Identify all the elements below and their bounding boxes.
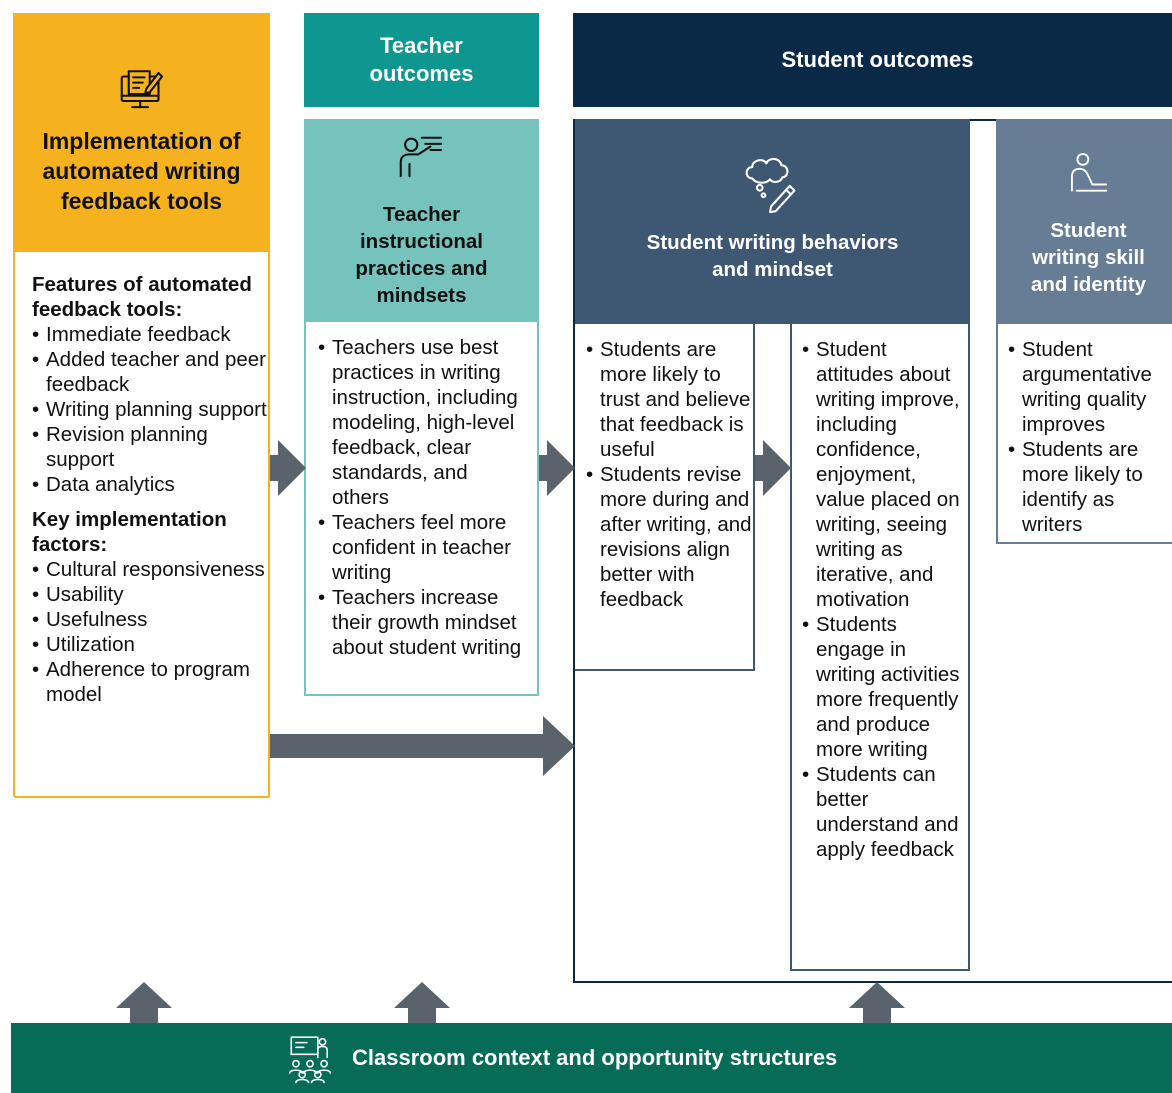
list-item: Immediate feedback [32,322,267,347]
factors-heading: Key implementation factors: [32,508,227,556]
teacher-presenting-icon [399,136,443,178]
factors-list: Cultural responsiveness Usability Useful… [32,557,267,707]
list-item: Student attitudes about writing improve,… [802,337,968,612]
student-writing-icon [1071,152,1108,192]
list-item: Usability [32,582,267,607]
list-item: Writing planning support [32,397,267,422]
arrow-up-student [849,982,905,1024]
arrow-up-teacher [394,982,450,1024]
student-behaviors-title-box: Student writing behaviors and mindset [575,119,970,324]
teacher-title-box: Teacher instructional practices and mind… [304,119,539,322]
student-behaviors-left: Students are more likely to trust and be… [575,324,755,671]
list-item: Students revise more during and after wr… [586,462,752,612]
list-item: Teachers increase their growth mindset a… [318,585,530,660]
teacher-body: Teachers use best practices in writing i… [304,322,539,696]
classroom-icon [288,1036,332,1084]
computer-document-icon [120,70,164,109]
list-item: Utilization [32,632,267,657]
list-item: Usefulness [32,607,267,632]
teacher-title: Teacher instructional practices and mind… [355,203,488,307]
list-item: Data analytics [32,472,267,497]
arrow-behaviors-to-attitudes [755,440,791,496]
list-item: Added teacher and peer feedback [32,347,267,397]
classroom-context-bar: Classroom context and opportunity struct… [11,1023,1172,1093]
implementation-title: Implementation of automated writing feed… [42,128,241,214]
teacher-outcomes-header: Teacher outcomes [304,13,539,107]
list-item: Students are more likely to trust and be… [586,337,752,462]
list-item: Revision planning support [32,422,267,472]
features-heading: Features of automated feedback tools: [32,273,252,321]
list-item: Cultural responsiveness [32,557,267,582]
arrow-teacher-to-student [539,440,575,496]
student-outcomes-header: Student outcomes [573,13,1172,107]
arrow-up-implementation [116,982,172,1024]
student-behaviors-right: Student attitudes about writing improve,… [790,324,970,971]
list-item: Student argumentative writing quality im… [1008,337,1172,437]
list-item: Adherence to program model [32,657,267,707]
classroom-context-label: Classroom context and opportunity struct… [352,1045,838,1070]
implementation-header: Implementation of automated writing feed… [13,13,270,252]
features-list: Immediate feedback Added teacher and pee… [32,322,267,497]
list-item: Students can better understand and apply… [802,762,968,862]
list-item: Teachers use best practices in writing i… [318,335,530,510]
student-behaviors-title: Student writing behaviors and mindset [646,231,899,281]
arrow-implementation-to-student [270,716,575,776]
list-item: Students are more likely to identify as … [1008,437,1172,537]
arrow-implementation-to-teacher [270,440,306,496]
student-skill-body: Student argumentative writing quality im… [996,324,1172,544]
student-skill-title-box: Student writing skill and identity [996,119,1172,324]
thought-cloud-pencil-icon [745,158,796,214]
implementation-body: Features of automated feedback tools: Im… [13,252,270,798]
student-skill-title: Student writing skill and identity [1030,219,1147,296]
list-item: Teachers feel more confident in teacher … [318,510,530,585]
list-item: Students engage in writing activities mo… [802,612,968,762]
